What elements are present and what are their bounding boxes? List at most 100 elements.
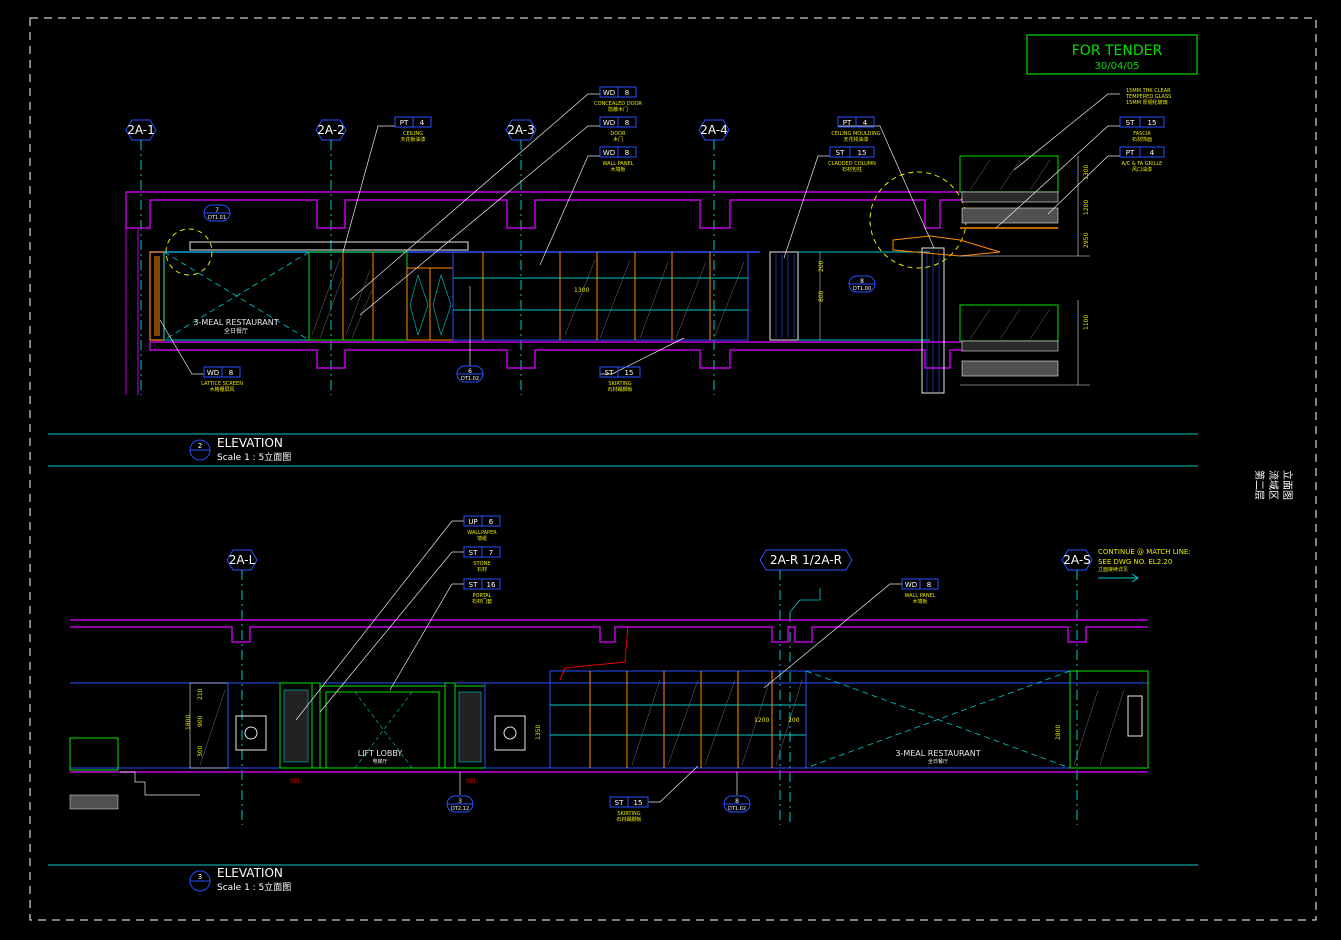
- svg-text:8: 8: [625, 149, 629, 157]
- room-label-cn-2: 全日餐厅: [928, 758, 948, 765]
- dim-1-c: 800: [818, 290, 825, 302]
- svg-text:CONCEALED DOOR: CONCEALED DOOR: [594, 101, 642, 107]
- svg-text:ST: ST: [615, 799, 624, 807]
- detail-bot-5: DT1.02: [728, 806, 746, 812]
- svg-text:1350: 1350: [535, 725, 542, 740]
- grid-label-2a-l: 2A-L: [229, 553, 256, 567]
- tag-st15-skirting: ST 15 SKIRTING 石材踢脚板: [599, 366, 641, 393]
- dims-2: 210 900 300 1200 200 2800 1350 1800: [185, 688, 1062, 757]
- svg-text:墙纸: 墙纸: [477, 535, 487, 542]
- tag-st15-fascia: ST 15 FASCIA 石材饰面: [1119, 116, 1165, 143]
- side-note: 第二层 流域区 立面图: [1253, 470, 1294, 500]
- svg-text:木墙板: 木墙板: [912, 598, 927, 605]
- grid-lines-2: [241, 570, 1078, 825]
- svg-text:15MM 厚钢化玻璃: 15MM 厚钢化玻璃: [1126, 99, 1168, 106]
- grid-label-2a-3: 2A-3: [507, 123, 535, 137]
- stamp-date: 30/04/05: [1095, 61, 1140, 72]
- svg-text:1800: 1800: [185, 715, 192, 730]
- svg-text:15: 15: [1148, 119, 1157, 127]
- ceiling-slab-1: [125, 191, 966, 229]
- svg-text:ST: ST: [469, 549, 478, 557]
- detail-bot-2: DT1.02: [461, 376, 479, 382]
- detail-bot-3: DT1.00: [853, 286, 871, 292]
- svg-text:SKIRTING: SKIRTING: [617, 811, 640, 817]
- detail-callout-circle-1: [869, 171, 967, 269]
- svg-text:16: 16: [487, 581, 496, 589]
- svg-text:WD: WD: [207, 369, 219, 377]
- svg-text:风口油漆: 风口油漆: [1132, 166, 1152, 173]
- lobby-label-cn: 电梯厅: [372, 758, 387, 765]
- svg-text:天花板油漆: 天花板油漆: [400, 136, 425, 143]
- svg-text:石材踢脚板: 石材踢脚板: [607, 386, 632, 393]
- svg-text:PT: PT: [400, 119, 409, 127]
- svg-text:木墙板: 木墙板: [610, 166, 625, 173]
- svg-text:CEILING MOULDING: CEILING MOULDING: [831, 131, 880, 137]
- tag-pt4-ceiling: PT 4 CEILING 天花板油漆: [394, 116, 432, 143]
- leaders-1: [159, 93, 1120, 375]
- svg-text:TEMPERED GLASS: TEMPERED GLASS: [1125, 94, 1171, 100]
- grid-heads-2: [226, 549, 1093, 571]
- tag-pt4-grille: PT 4 A/C & FA GRILLE 风口油漆: [1119, 146, 1165, 173]
- svg-text:石材包柱: 石材包柱: [842, 166, 862, 173]
- grid-label-2a-1: 2A-1: [127, 123, 155, 137]
- detail-top-4: 3: [458, 798, 462, 805]
- tag-st15-column: ST 15 CLADDED COLUMN 石材包柱: [828, 146, 876, 173]
- svg-text:SEE DWG NO. EL2.20: SEE DWG NO. EL2.20: [1098, 558, 1172, 566]
- tag-st7: ST 7 STONE 石材: [463, 546, 501, 573]
- sheet-border: [29, 17, 1317, 921]
- svg-text:A/C & FA GRILLE: A/C & FA GRILLE: [1122, 161, 1163, 167]
- grid-lines-1: [140, 140, 715, 395]
- tag-st16: ST 16 PORTAL 石材门套: [463, 578, 501, 605]
- lobby-label: LIFT LOBBY: [358, 749, 403, 758]
- svg-text:ST: ST: [1126, 119, 1135, 127]
- grid-label-2a-2: 2A-2: [317, 123, 345, 137]
- svg-text:6: 6: [489, 518, 494, 526]
- svg-text:8: 8: [229, 369, 233, 377]
- title-block-1: 2 ELEVATION Scale 1 : 5立面图: [48, 433, 1198, 467]
- svg-text:STONE: STONE: [473, 561, 490, 567]
- detail-callouts-2: 3 DT2.12 8 DT1.02: [446, 795, 751, 813]
- svg-text:LATTICE SCREEN: LATTICE SCREEN: [201, 381, 243, 387]
- svg-text:木格栅屏风: 木格栅屏风: [209, 386, 234, 393]
- svg-text:ST: ST: [836, 149, 845, 157]
- glass-note: 15MM THK CLEAR TEMPERED GLASS 15MM 厚钢化玻璃: [1125, 88, 1171, 106]
- tag-wd8-door: WD 8 DOOR 木门: [599, 116, 637, 143]
- tender-stamp: FOR TENDER 30/04/05: [1026, 34, 1198, 75]
- grid-label-2a-4: 2A-4: [700, 123, 728, 137]
- elevation-1: 2A-1 2A-2 2A-3 2A-4 3-MEAL RESTAURANT 全日…: [48, 86, 1198, 467]
- elevation-title-1: ELEVATION: [217, 436, 283, 450]
- dim-1-b: 200: [818, 260, 825, 272]
- elevation-number-1: 2: [198, 442, 202, 450]
- dim-1-a: 1300: [574, 287, 589, 294]
- svg-text:PORTAL: PORTAL: [473, 593, 492, 599]
- leaders-2: [295, 520, 902, 803]
- grid-label-2a-s: 2A-S: [1063, 553, 1091, 567]
- svg-text:CLADDED COLUMN: CLADDED COLUMN: [828, 161, 876, 167]
- dim-1-f: 1300: [1083, 165, 1090, 180]
- elevation-scale-1: Scale 1 : 5立面图: [217, 451, 291, 463]
- svg-text:CONTINUE @ MATCH LINE:: CONTINUE @ MATCH LINE:: [1098, 548, 1191, 556]
- elevation-2: 2A-L 2A-R 1/2A-R 2A-S CONTINUE @ MATCH L…: [48, 515, 1198, 893]
- elevation-scale-2: Scale 1 : 5立面图: [217, 881, 291, 893]
- sel-marker-1: SEL: [290, 778, 302, 785]
- dims-1: 1300 200 800 1200 1100 1300 2950: [574, 165, 1090, 330]
- tag-wd8-wall-panel-2: WD 8 WALL PANEL 木墙板: [901, 578, 939, 605]
- svg-text:4: 4: [1150, 149, 1155, 157]
- room-label-1: 3-MEAL RESTAURANT: [193, 318, 278, 327]
- ceiling-slab-2: [70, 626, 1148, 643]
- svg-text:7: 7: [489, 549, 493, 557]
- elevation-title-2: ELEVATION: [217, 866, 283, 880]
- svg-text:2800: 2800: [1055, 725, 1062, 740]
- svg-text:200: 200: [788, 717, 800, 724]
- svg-text:PT: PT: [843, 119, 852, 127]
- svg-text:8: 8: [625, 89, 629, 97]
- svg-text:UP: UP: [468, 518, 477, 526]
- sel-marker-2: SEL: [466, 778, 478, 785]
- svg-text:300: 300: [197, 745, 204, 757]
- detail-bot-1: DT1.01: [208, 215, 226, 221]
- tag-wd8-concealed-door: WD 8 CONCEALED DOOR 隐蔽木门: [594, 86, 642, 113]
- svg-text:隐蔽木门: 隐蔽木门: [608, 106, 628, 113]
- tag-up6: UP 6 WALLPAPER 墙纸: [463, 515, 501, 542]
- svg-text:天花线油漆: 天花线油漆: [843, 136, 868, 143]
- wall-panels-2: [189, 670, 1149, 769]
